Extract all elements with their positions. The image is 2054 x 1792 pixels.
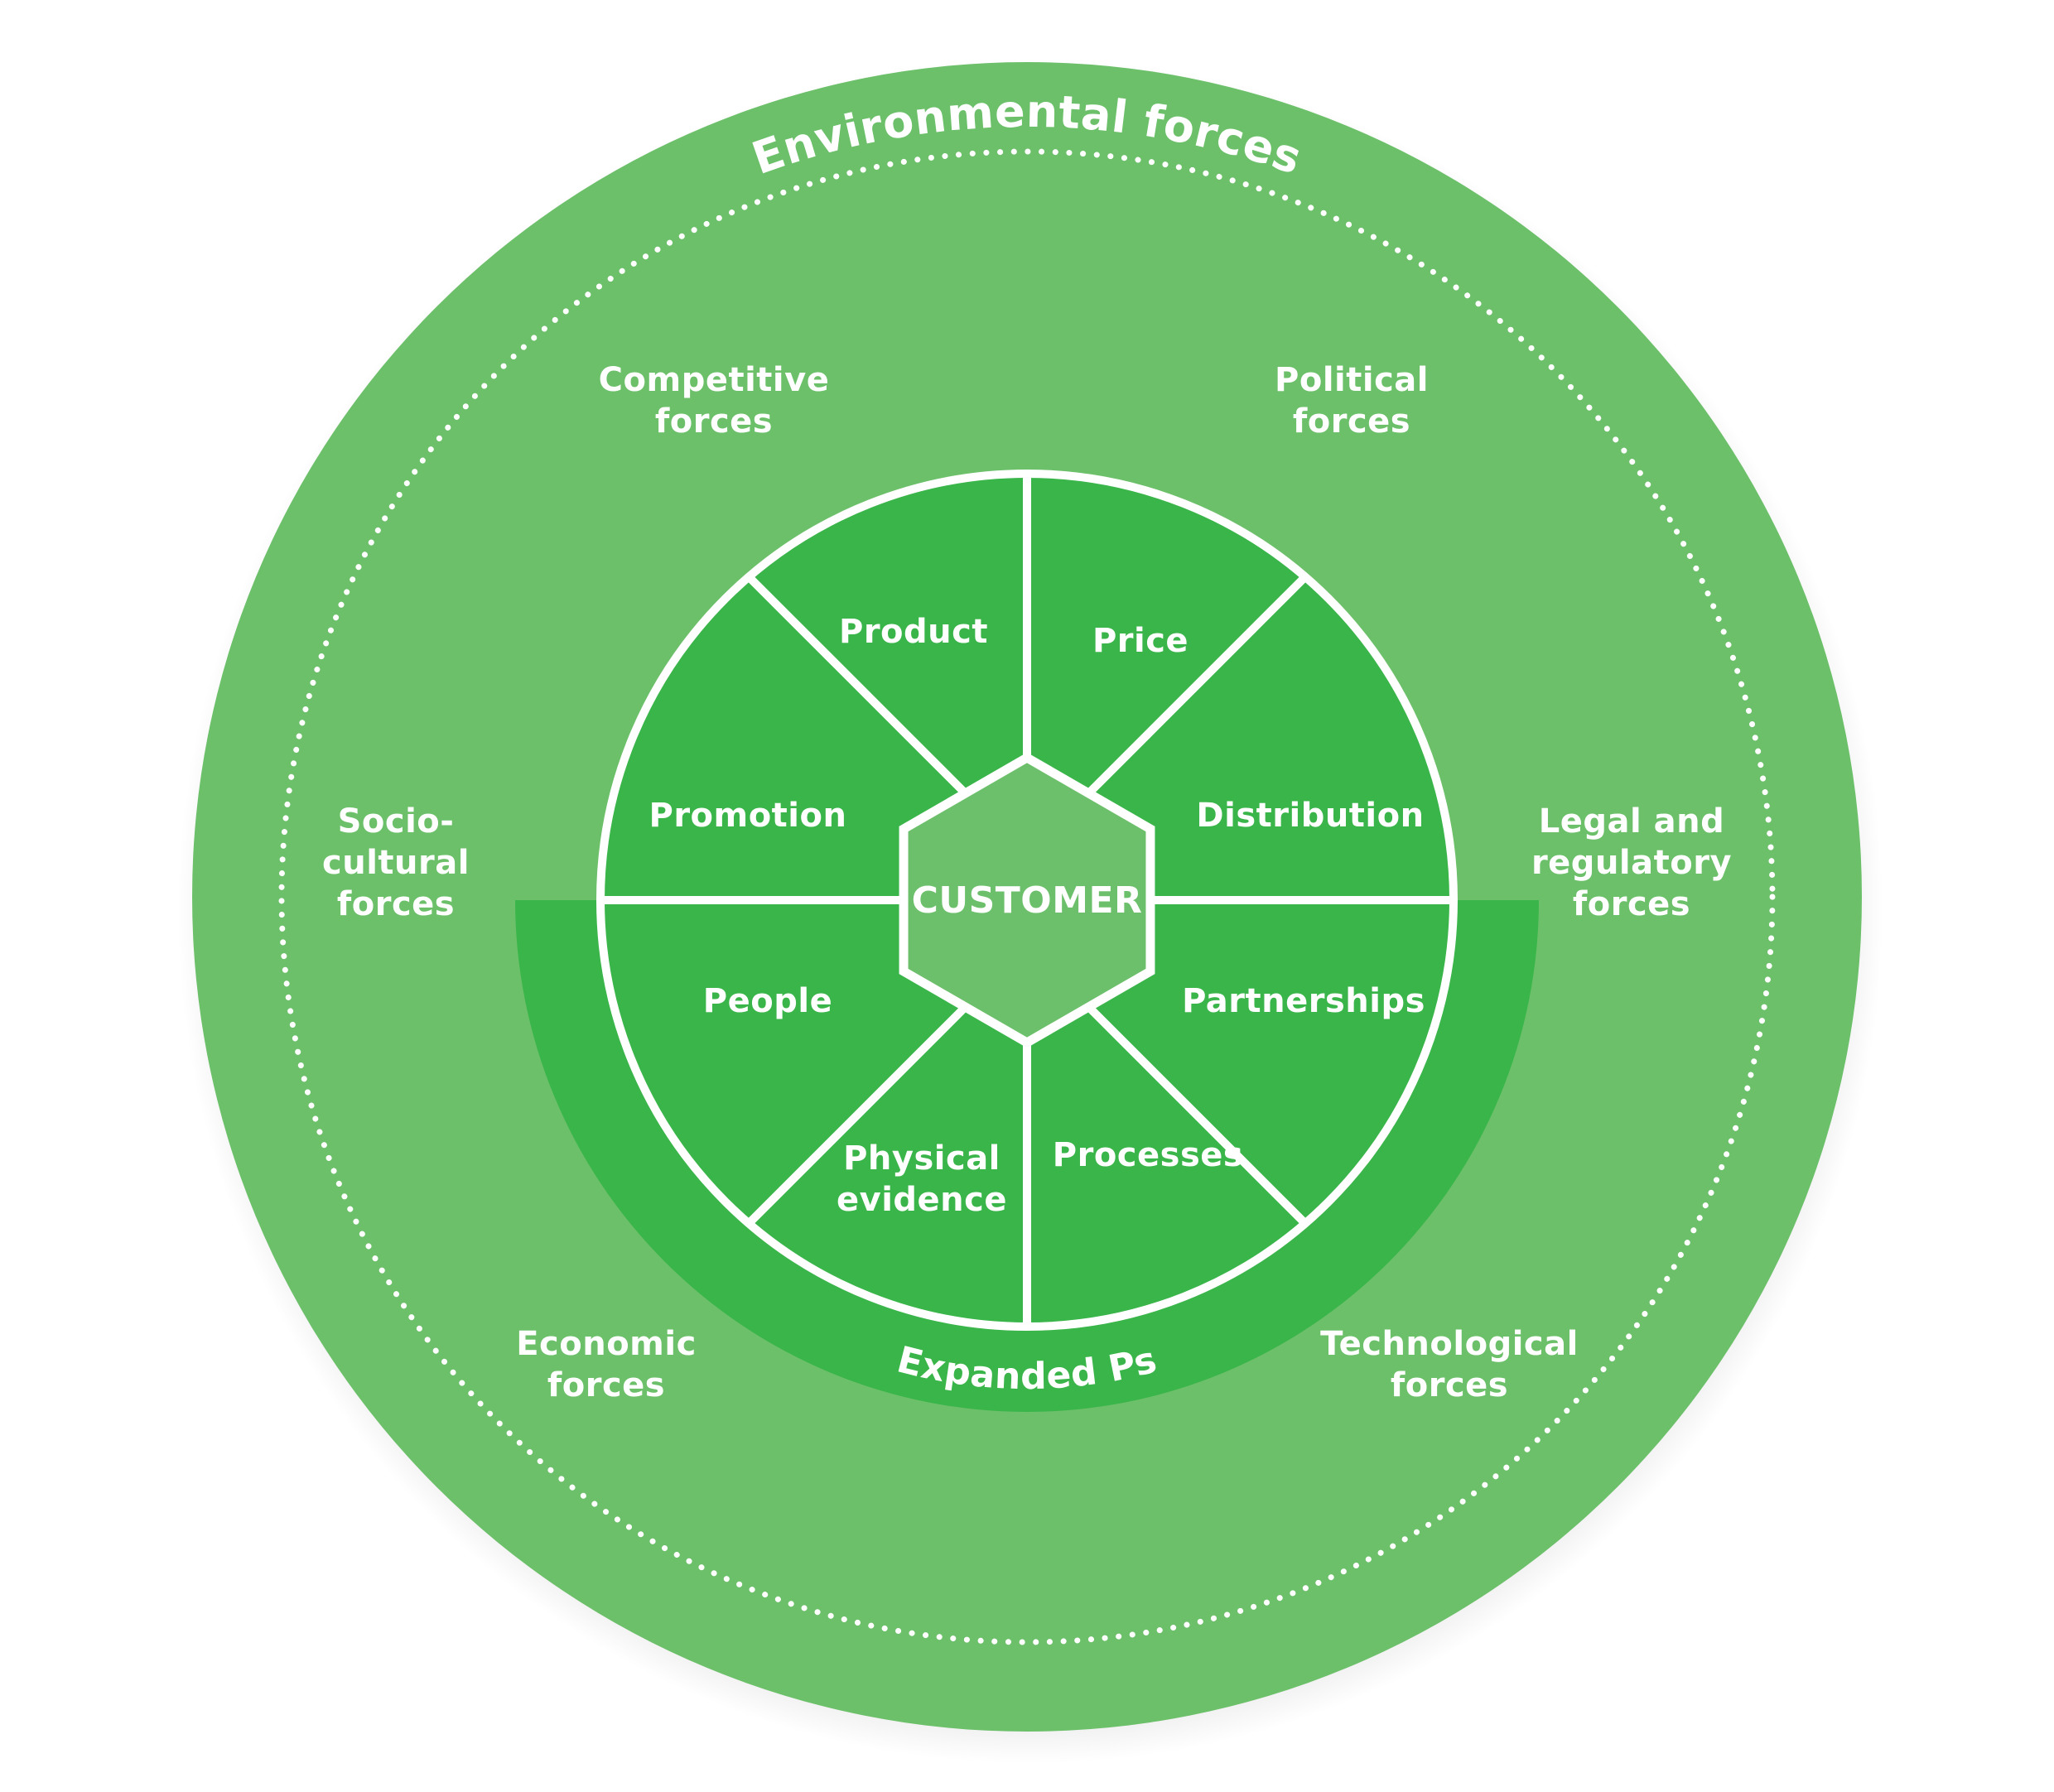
wedge-label-price: Price [1092,622,1189,660]
wedge-labels: Product PriceDistributionPartnershipsProc… [649,613,1425,1219]
wedge-label-product: Product [839,613,988,651]
wedge-label-price-line: Price [1092,622,1189,660]
wedge-label-promotion: Promotion [649,797,847,835]
wedge-label-processes: Processes [1053,1136,1243,1174]
customer-label: CUSTOMER [912,879,1143,922]
dotted-boundary-ring [278,148,1776,1645]
customer-hexagon [899,752,1155,1048]
wedge-label-physical-evidence-line: Physical [843,1139,1000,1178]
wedge-dividers [600,474,1454,1327]
force-label-political-line: forces [1293,402,1410,441]
force-label-technological-line: forces [1391,1366,1508,1404]
force-label-legal-regulatory-line: regulatory [1531,844,1732,882]
force-label-economic-line: forces [547,1366,665,1404]
divider-lower-left [745,1004,969,1226]
wedge-label-distribution-line: Distribution [1196,797,1424,835]
wedge-label-people: People [703,982,832,1020]
wedge-label-distribution: Distribution [1196,797,1424,835]
wedge-label-partnerships-line: Partnerships [1182,982,1425,1020]
force-label-socio-cultural-line: cultural [322,844,470,882]
wedge-label-physical-evidence-line: evidence [837,1181,1007,1219]
force-label-competitive-line: Competitive [599,361,830,399]
divider-lower-right [1085,1004,1309,1226]
force-label-socio-cultural-line: forces [337,885,455,923]
wedge-label-people-line: People [703,982,832,1020]
force-label-competitive-line: forces [655,402,773,441]
divider-upper-right [1085,574,1309,797]
wedge-label-product-line: Product [839,613,988,651]
wedge-label-processes-line: Processes [1053,1136,1243,1174]
force-label-socio-cultural-line: Socio- [338,802,455,841]
force-label-legal-regulatory-line: forces [1573,885,1690,923]
force-label-legal-regulatory-line: Legal and [1539,802,1724,841]
wedge-label-partnerships: Partnerships [1182,982,1425,1020]
divider-upper-left [745,574,969,797]
force-label-technological-line: Technological [1320,1325,1579,1363]
force-label-economic-line: Economic [516,1325,697,1363]
force-label-political-line: Political [1275,361,1429,399]
wedge-label-promotion-line: Promotion [649,797,847,835]
